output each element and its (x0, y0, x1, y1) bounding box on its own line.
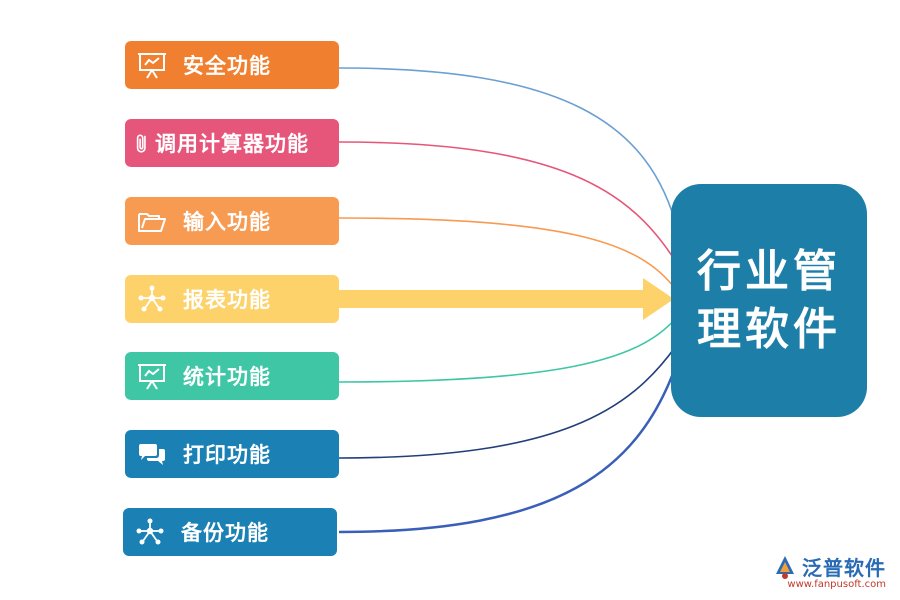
node-label: 调用计算器功能 (155, 132, 309, 156)
connector-arrow-shaft (339, 290, 645, 308)
connector-line-6 (338, 345, 677, 459)
node-label: 备份功能 (181, 521, 269, 545)
node-report: 报表功能 (125, 275, 339, 323)
connector-line-2 (338, 141, 677, 263)
node-input: 输入功能 (125, 197, 339, 245)
network-icon (135, 282, 169, 316)
node-backup: 备份功能 (123, 508, 337, 556)
brand-name: 泛普软件 (802, 556, 886, 580)
paperclip-icon (131, 126, 153, 160)
brand-url: www.fanpusoft.com (787, 579, 886, 590)
hub-title-line-1: 行业管 (697, 245, 841, 297)
brand-mark-icon (776, 555, 794, 579)
node-security: 安全功能 (125, 41, 339, 89)
presentation-board-icon (135, 48, 169, 82)
presentation-board-icon (135, 359, 169, 393)
connector-arrow-head (643, 278, 674, 320)
node-statistics: 统计功能 (125, 352, 339, 400)
chat-bubbles-icon (135, 437, 169, 471)
folder-open-icon (135, 204, 169, 238)
node-label: 打印功能 (183, 443, 271, 467)
node-label: 报表功能 (183, 288, 271, 312)
node-print: 打印功能 (125, 430, 339, 478)
node-label: 安全功能 (183, 54, 271, 78)
hub-title-line-2: 理软件 (697, 303, 841, 355)
hub-box: 行业管 理软件 (671, 184, 867, 417)
connector-line-5 (338, 317, 677, 383)
node-calculator: 调用计算器功能 (125, 119, 339, 167)
brand-logo: 泛普软件 www.fanpusoft.com (772, 552, 886, 590)
node-label: 统计功能 (183, 365, 271, 389)
network-icon (133, 515, 167, 549)
connector-line-7 (338, 359, 680, 534)
node-label: 输入功能 (183, 210, 271, 234)
connector-line-3 (338, 217, 677, 291)
connector-line-1 (338, 67, 679, 233)
